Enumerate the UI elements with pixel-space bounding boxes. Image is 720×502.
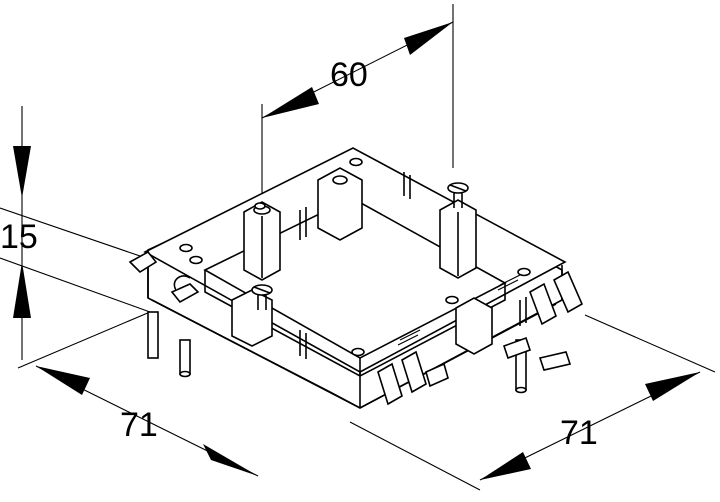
arrowhead — [36, 366, 90, 395]
dimension-label-right: 71 — [560, 414, 598, 452]
dimension-height: 15 — [0, 106, 151, 360]
corner-post-right — [439, 199, 477, 279]
arrowhead — [203, 444, 258, 476]
extension-line — [17, 311, 151, 369]
screw-top — [447, 182, 469, 208]
dimension-right-depth: 71 — [479, 314, 716, 481]
arrowhead — [13, 262, 31, 318]
arrowhead — [404, 22, 453, 55]
dimension-label-left: 71 — [120, 406, 158, 444]
mounting-pins — [147, 311, 527, 394]
part-markings — [397, 274, 521, 346]
dimension-top-width: 60 — [261, 4, 454, 205]
extension-line — [584, 314, 716, 373]
mounting-frame — [128, 147, 584, 409]
extension-line-lower — [0, 257, 151, 313]
dimension-label-height: 15 — [0, 218, 38, 256]
extension-line-upper — [0, 207, 141, 257]
wall-slots — [299, 172, 527, 359]
frame-bottom-edge — [151, 299, 557, 409]
dimension-label-top: 60 — [330, 56, 368, 94]
right-block — [445, 295, 493, 355]
dimension-left-depth: 71 — [17, 311, 481, 491]
rim-holes — [179, 202, 531, 357]
extension-line — [349, 421, 481, 491]
arrowhead — [645, 372, 700, 401]
corner-post-left — [243, 201, 281, 281]
screw-front — [251, 284, 273, 310]
arrowhead — [480, 452, 531, 480]
front-latches — [377, 270, 584, 406]
arrowhead — [13, 146, 31, 198]
left-latch — [128, 250, 200, 304]
arrowhead — [262, 87, 319, 118]
back-block — [317, 157, 363, 241]
